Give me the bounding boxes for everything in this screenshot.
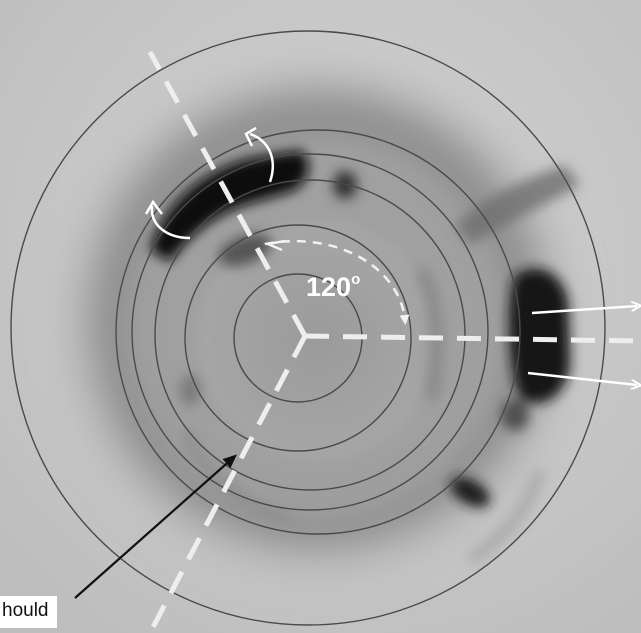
ring-2 — [184, 224, 412, 452]
angle-unit: o — [351, 271, 361, 288]
ring-3 — [154, 179, 466, 491]
arrow-right-icon — [527, 306, 637, 385]
curved-arrow-icon — [244, 126, 275, 183]
axis-upper-left — [147, 50, 308, 338]
caption-label: hould — [0, 596, 57, 628]
arrow-up-right-icon — [74, 454, 237, 599]
curved-arrow-icon — [144, 199, 191, 240]
angle-label: 120o — [306, 271, 360, 303]
axis-lower-left — [147, 334, 308, 633]
ring-4 — [131, 153, 489, 511]
angle-arc — [264, 239, 410, 325]
axis-right — [304, 333, 641, 344]
angle-value: 120 — [306, 272, 352, 302]
dashed-axes — [147, 50, 641, 633]
concentric-rings — [10, 30, 606, 626]
ring-5 — [115, 129, 521, 535]
diffraction-spots — [150, 150, 580, 565]
ring-6 — [10, 30, 606, 626]
